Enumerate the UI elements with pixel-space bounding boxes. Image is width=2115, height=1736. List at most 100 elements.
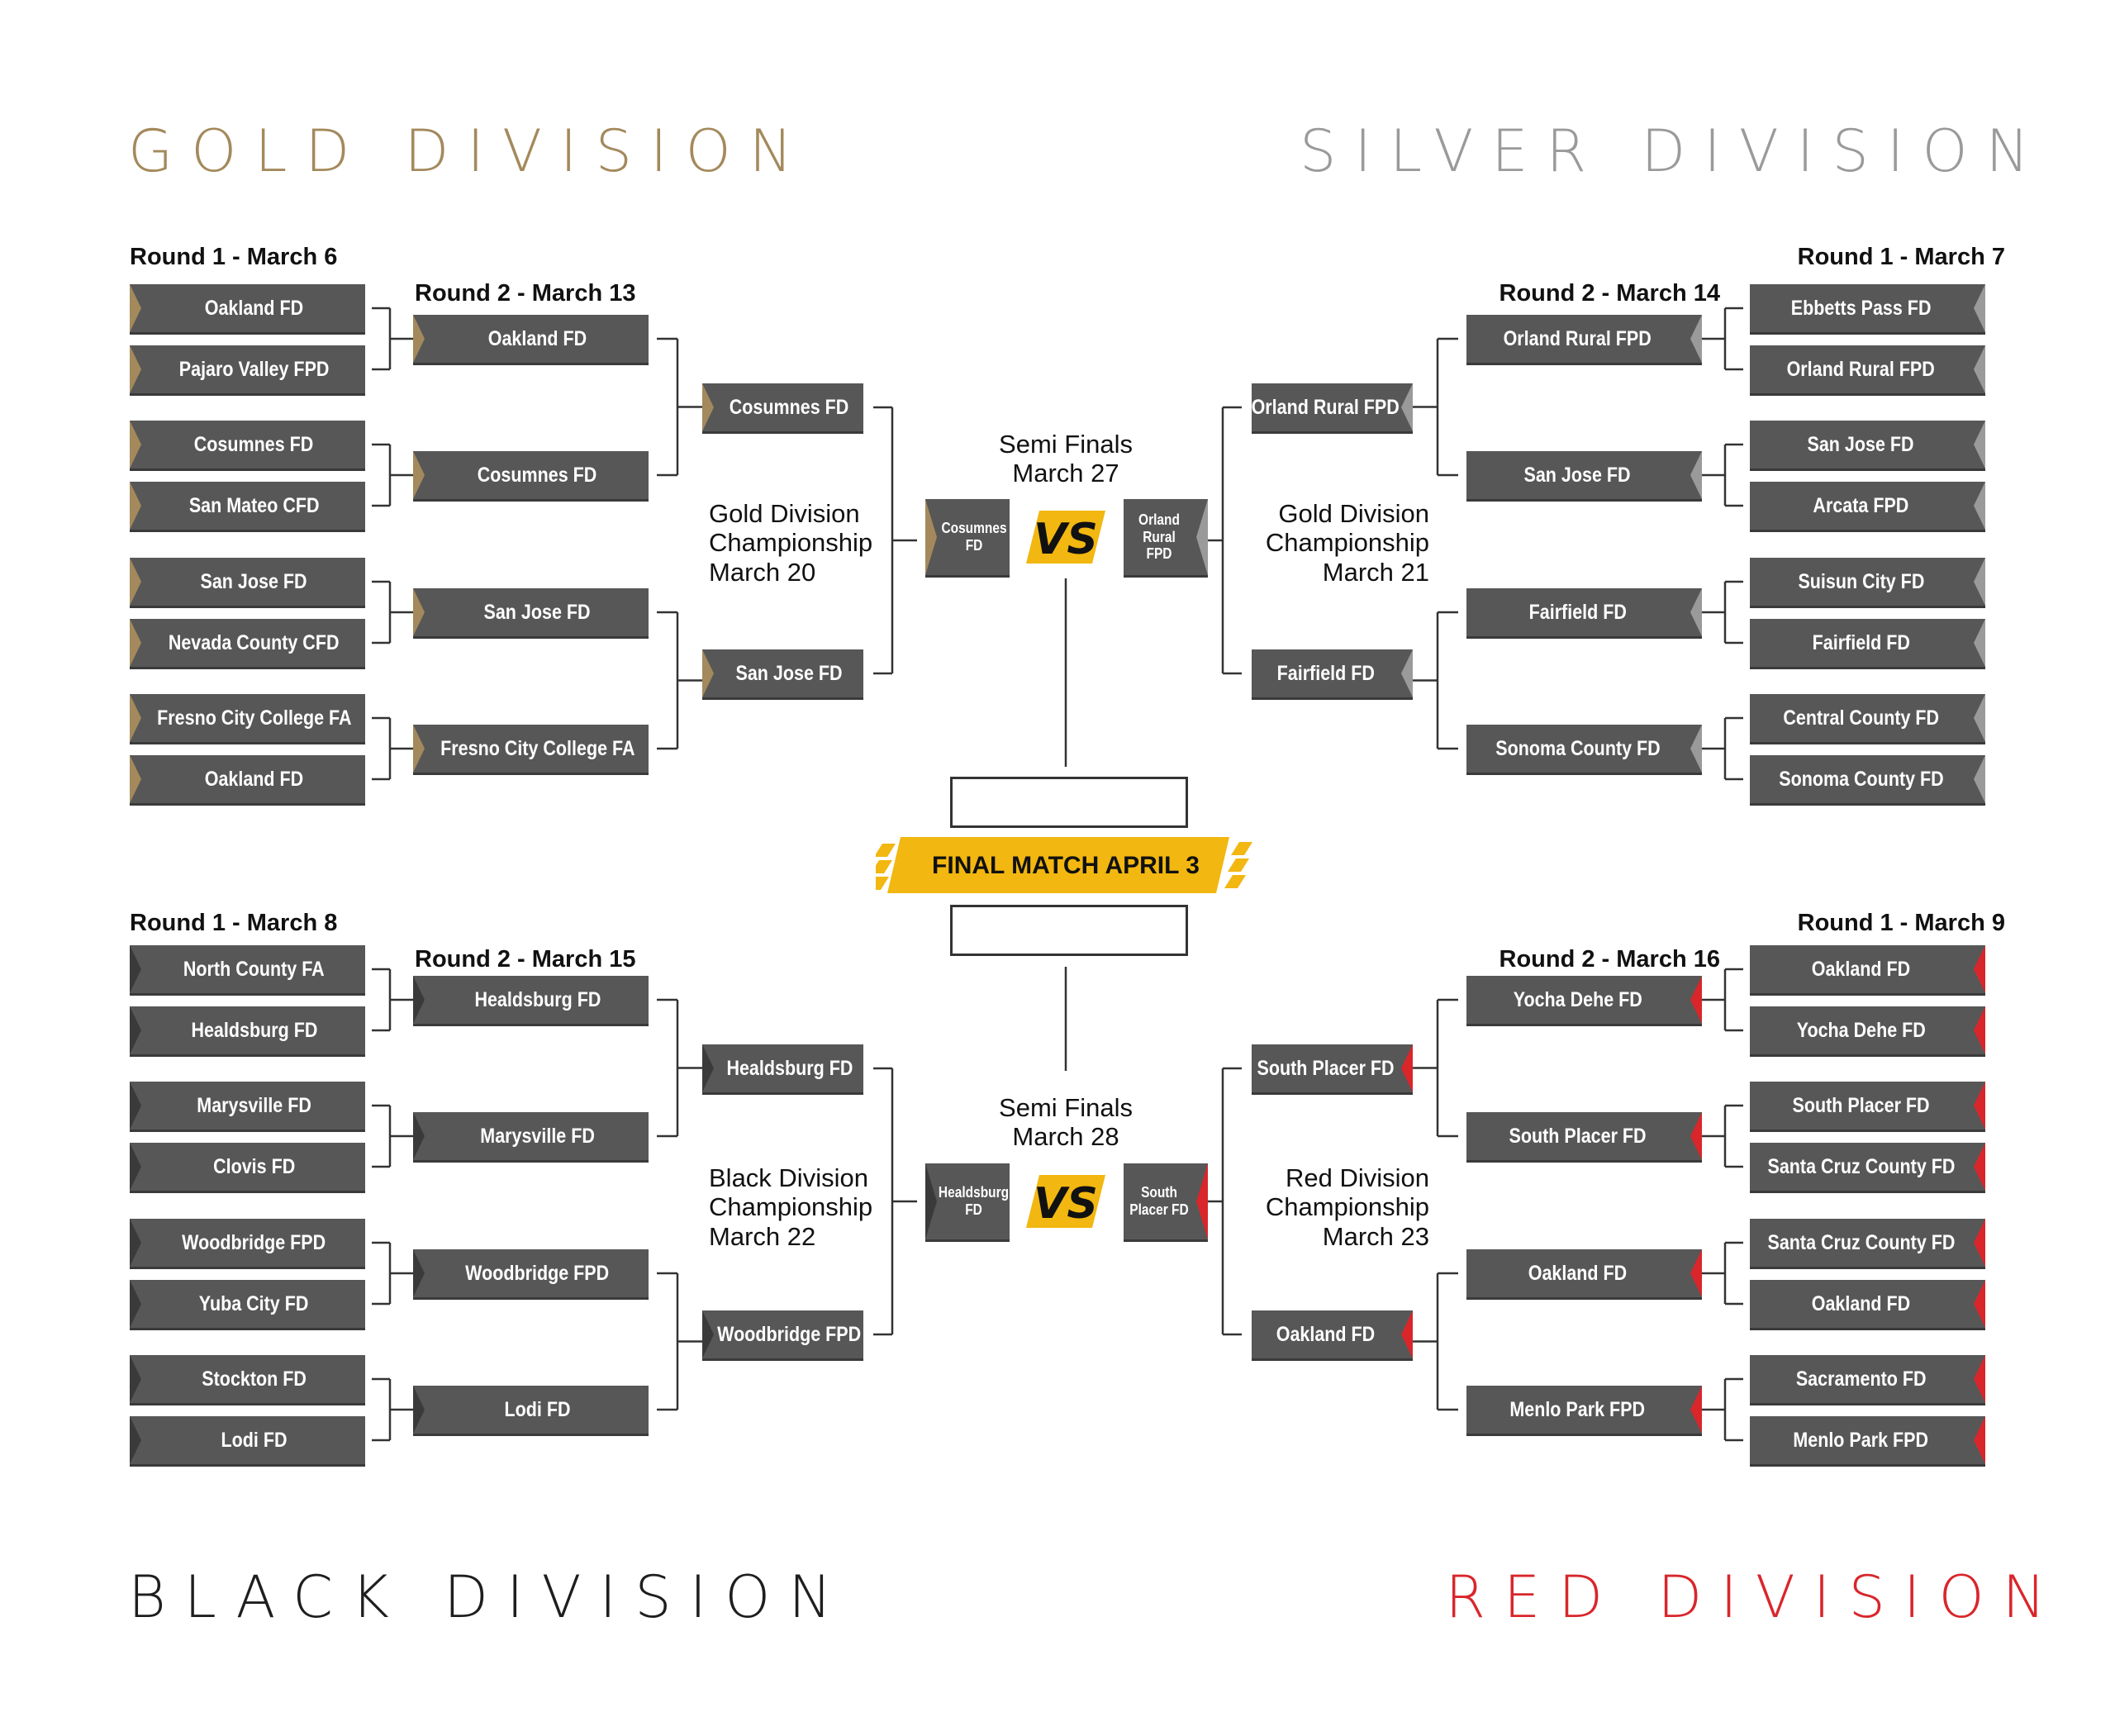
division-marker (130, 1280, 141, 1328)
team-name: South Placer FD (1509, 1124, 1647, 1148)
black-round3-team: Woodbridge FPD (702, 1310, 863, 1358)
division-marker (130, 284, 141, 332)
red-round1-team: Oakland FD (1750, 945, 1985, 993)
black-round2-team: Healdsburg FD (413, 976, 649, 1024)
silver-division-title: SILVER DIVISION (1299, 117, 2047, 185)
team-name: Arcata FPD (1813, 493, 1909, 517)
silver-championship-label: Gold Division Championship March 21 (1265, 499, 1429, 587)
division-marker (413, 451, 425, 499)
team-name: Oakland FD (204, 296, 304, 320)
division-marker (130, 421, 141, 468)
red-round2-label: Round 2 - March 16 (1499, 946, 1721, 973)
team-name: San Jose FD (735, 661, 844, 685)
team-name: Cosumnes FD (730, 395, 849, 419)
black-round1-team: Stockton FD (130, 1355, 365, 1403)
team-name: Cosumnes FD (194, 432, 314, 456)
team-name: Woodbridge FPD (465, 1261, 610, 1285)
team-name: Orland Rural FPD (1138, 511, 1180, 563)
black-round1-team: Woodbridge FPD (130, 1219, 365, 1267)
black-round1-label: Round 1 - March 8 (130, 910, 338, 936)
black-championship-label: Black Division Championship March 22 (709, 1163, 873, 1251)
division-marker (1974, 1280, 1985, 1328)
team-name: Clovis FD (212, 1154, 296, 1178)
division-marker (1974, 755, 1985, 803)
team-name: Sacramento FD (1795, 1367, 1927, 1391)
division-marker (1974, 345, 1985, 393)
division-marker (130, 619, 141, 667)
team-name: Marysville FD (480, 1124, 595, 1148)
division-marker (1974, 284, 1985, 332)
black-round3-team: Healdsburg FD (702, 1044, 863, 1092)
final-match-label: FINAL MATCH APRIL 3 (932, 852, 1200, 879)
division-marker (702, 1044, 714, 1092)
silver-round2-label: Round 2 - March 14 (1499, 280, 1721, 307)
division-marker (130, 1219, 141, 1267)
silver-round1-team: Orland Rural FPD (1750, 345, 1985, 393)
silver-round2-team: Sonoma County FD (1466, 725, 1702, 773)
team-name: Ebbetts Pass FD (1790, 296, 1932, 320)
black-round1-team: Marysville FD (130, 1082, 365, 1130)
gold-round2-team: Cosumnes FD (413, 451, 649, 499)
division-marker (1690, 451, 1702, 499)
silver-round1-team: Suisun City FD (1750, 558, 1985, 606)
gold-round3-team: Cosumnes FD (702, 383, 863, 431)
team-name: Sonoma County FD (1778, 767, 1944, 791)
black-round2-team: Woodbridge FPD (413, 1249, 649, 1297)
black-round1-team: Lodi FD (130, 1416, 365, 1464)
semi-bottom-right-team: South Placer FD (1124, 1163, 1208, 1239)
division-marker (925, 1163, 937, 1239)
gold-round1-team: Nevada County CFD (130, 619, 365, 667)
team-name: Orland Rural FPD (1251, 395, 1400, 419)
team-name: Oakland FD (1528, 1261, 1628, 1285)
silver-round2-team: San Jose FD (1466, 451, 1702, 499)
team-name: San Jose FD (1523, 463, 1632, 487)
division-marker (1690, 1112, 1702, 1160)
black-round1-team: North County FA (130, 945, 365, 993)
division-marker (1974, 1082, 1985, 1130)
red-division-title: RED DIVISION (1445, 1563, 2064, 1631)
division-marker (1974, 558, 1985, 606)
division-marker (1401, 383, 1413, 431)
vs-badge-top: VS (1026, 511, 1105, 564)
division-marker (702, 1310, 714, 1358)
division-marker (130, 1082, 141, 1130)
gold-round1-team: San Jose FD (130, 558, 365, 606)
division-marker (1690, 725, 1702, 773)
red-round2-team: Oakland FD (1466, 1249, 1702, 1297)
division-marker (1401, 1310, 1413, 1358)
division-marker (413, 1249, 425, 1297)
team-name: South Placer FD (1792, 1093, 1930, 1117)
silver-round1-team: Central County FD (1750, 694, 1985, 742)
division-marker (130, 1416, 141, 1464)
team-name: South Placer FD (1257, 1056, 1395, 1080)
red-championship-label: Red Division Championship March 23 (1265, 1163, 1429, 1251)
team-name: Menlo Park FPD (1793, 1428, 1929, 1452)
team-name: Healdsburg FD (191, 1018, 317, 1042)
gold-round1-label: Round 1 - March 6 (130, 244, 338, 270)
gold-round1-team: San Mateo CFD (130, 482, 365, 530)
division-marker (413, 588, 425, 636)
red-round1-team: Menlo Park FPD (1750, 1416, 1985, 1464)
team-name: San Mateo CFD (188, 493, 320, 517)
team-name: Sonoma County FD (1495, 736, 1661, 760)
division-marker (1974, 1143, 1985, 1191)
division-marker (1196, 1163, 1208, 1239)
black-round1-team: Yuba City FD (130, 1280, 365, 1328)
silver-round2-team: Fairfield FD (1466, 588, 1702, 636)
team-name: Yocha Dehe FD (1796, 1018, 1926, 1042)
team-name: Orland Rural FPD (1503, 326, 1652, 350)
division-marker (702, 649, 714, 697)
red-round1-team: Santa Cruz County FD (1750, 1143, 1985, 1191)
team-name: Menlo Park FPD (1509, 1397, 1646, 1421)
team-name: South Placer FD (1129, 1184, 1189, 1218)
team-name: Lodi FD (221, 1428, 288, 1452)
team-name: Oakland FD (204, 767, 304, 791)
team-name: Yuba City FD (199, 1291, 309, 1315)
division-marker (925, 499, 937, 575)
division-marker (1690, 315, 1702, 363)
silver-round1-team: Fairfield FD (1750, 619, 1985, 667)
division-marker (1401, 1044, 1413, 1092)
red-round1-label: Round 1 - March 9 (1797, 910, 2005, 936)
division-marker (1401, 649, 1413, 697)
